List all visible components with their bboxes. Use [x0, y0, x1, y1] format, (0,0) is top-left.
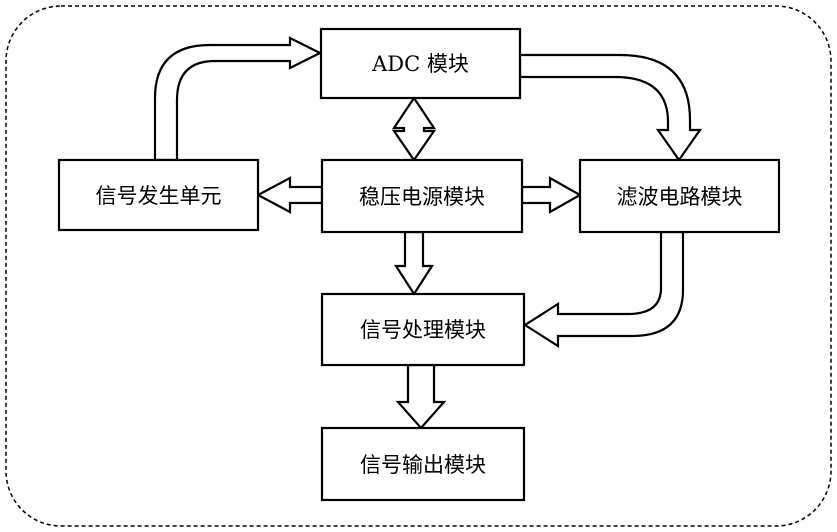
box-signal-generator: 信号发生单元 — [59, 160, 258, 230]
arrow-process-to-output — [398, 365, 444, 428]
box-signal-output: 信号输出模块 — [322, 428, 524, 500]
box-signal-processing: 信号处理模块 — [322, 294, 524, 365]
box-adc-label: ADC 模块 — [371, 52, 469, 76]
box-signal-processing-label: 信号处理模块 — [360, 318, 486, 342]
arrow-filter-to-process — [525, 232, 683, 346]
arrow-adc-to-filter — [520, 55, 700, 160]
arrow-signal-gen-to-adc — [155, 38, 320, 160]
box-power-supply-label: 稳压电源模块 — [359, 185, 485, 209]
arrow-power-to-filter — [522, 178, 580, 212]
box-filter-circuit: 滤波电路模块 — [580, 160, 779, 232]
arrow-power-to-process — [396, 232, 432, 294]
box-adc: ADC 模块 — [321, 29, 520, 98]
box-power-supply: 稳压电源模块 — [322, 160, 522, 232]
box-signal-output-label: 信号输出模块 — [360, 453, 486, 477]
box-filter-circuit-label: 滤波电路模块 — [617, 185, 743, 209]
arrow-power-to-signal-gen — [258, 178, 322, 212]
box-signal-generator-label: 信号发生单元 — [96, 184, 222, 208]
arrow-power-adc — [394, 98, 434, 160]
